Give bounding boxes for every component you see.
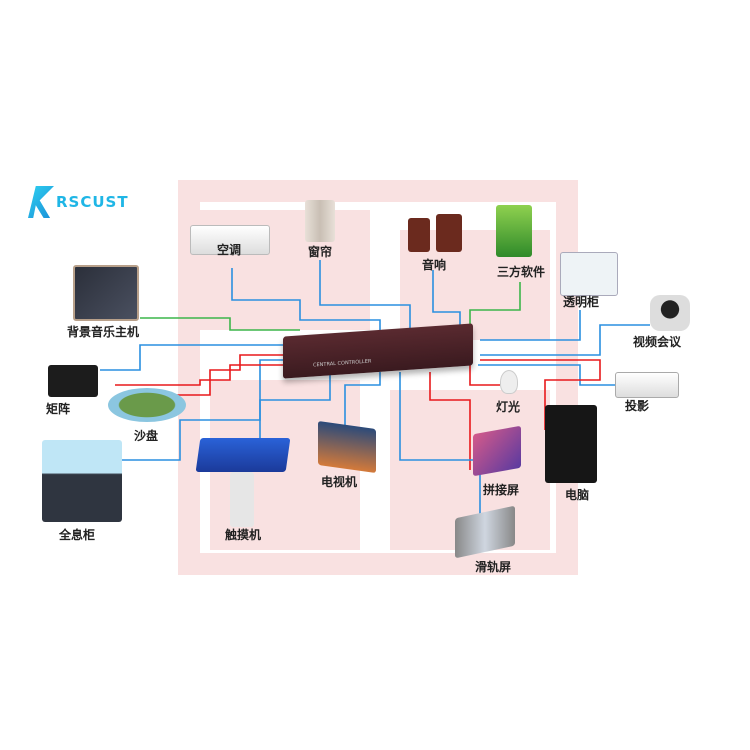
line-red: [480, 359, 601, 430]
tv-image: [318, 420, 376, 474]
touch-kiosk-stand: [230, 472, 254, 527]
touch-kiosk-image: [195, 438, 291, 472]
line-red: [115, 364, 300, 386]
line-blue: [480, 324, 650, 356]
line-blue: [231, 268, 381, 330]
device-label-light: 灯光: [495, 400, 521, 414]
device-label-speaker: 音响: [421, 258, 447, 272]
device-label-hologram: 全息柜: [58, 528, 96, 542]
speaker-image: [408, 218, 430, 252]
splice-screen-image: [473, 425, 521, 477]
line-red: [155, 354, 290, 396]
hologram-image: [42, 440, 122, 522]
sandtable-image: [108, 388, 186, 422]
device-label-curtain: 窗帘: [307, 245, 333, 259]
device-label-pc: 电脑: [564, 488, 590, 502]
camera-image: [650, 295, 690, 331]
line-blue: [399, 372, 481, 520]
line-blue: [319, 260, 411, 328]
line-blue: [100, 344, 290, 371]
line-red: [469, 362, 500, 386]
line-blue: [480, 310, 581, 341]
device-label-software: 三方软件: [496, 265, 546, 279]
device-label-splice: 拼接屏: [482, 483, 520, 497]
device-label-tv: 电视机: [320, 475, 358, 489]
line-blue: [344, 372, 381, 430]
ac-unit-image: [190, 225, 270, 255]
matrix-image: [48, 365, 98, 397]
device-label-ac: 空调: [216, 243, 242, 257]
device-label-projector: 投影: [624, 399, 650, 413]
line-red: [429, 372, 471, 470]
pc-tower-image: [545, 405, 597, 483]
device-label-matrix: 矩阵: [45, 402, 71, 416]
speaker-image: [436, 214, 462, 252]
device-label-cabinet: 透明柜: [562, 295, 600, 309]
bulb-image: [500, 370, 518, 394]
device-label-slide: 滑轨屏: [474, 560, 512, 574]
line-green: [140, 317, 300, 331]
cabinet-image: [560, 252, 618, 296]
software-box-image: [496, 205, 532, 257]
line-green: [469, 282, 521, 330]
projector-image: [615, 372, 679, 398]
logo-text: RSCUST: [56, 193, 129, 211]
device-label-sandtable: 沙盘: [133, 429, 159, 443]
line-blue: [432, 270, 461, 330]
line-blue: [120, 359, 290, 461]
device-label-touch: 触摸机: [224, 528, 262, 542]
line-blue: [259, 375, 331, 440]
curtain-image: [305, 200, 335, 242]
controller-label: CENTRAL CONTROLLER: [313, 358, 372, 369]
brand-logo: RSCUST: [28, 186, 129, 218]
music-host-image: [73, 265, 139, 321]
device-label-music: 背景音乐主机: [66, 325, 140, 339]
line-blue: [478, 364, 615, 386]
device-label-video-conf: 视频会议: [632, 335, 682, 349]
